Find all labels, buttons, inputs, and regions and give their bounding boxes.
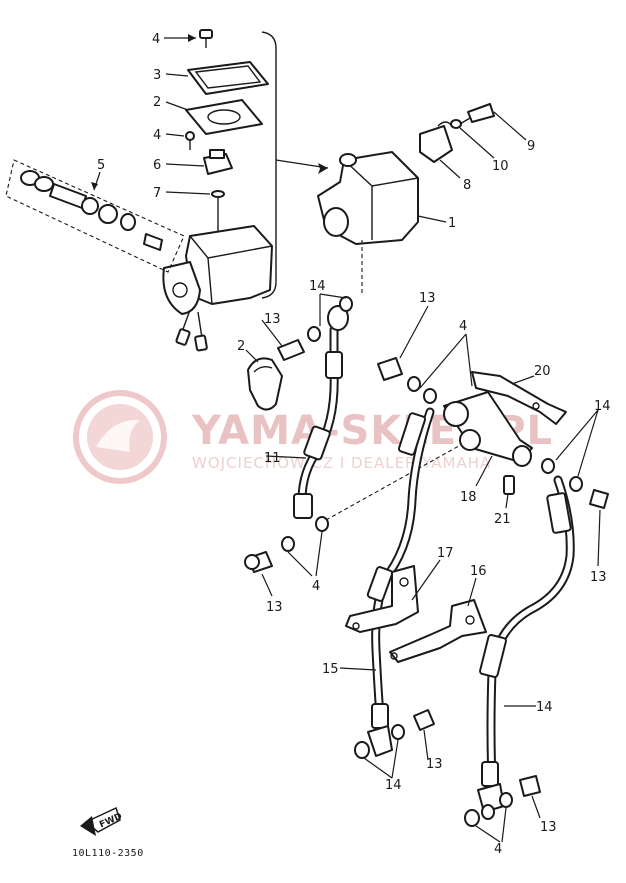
diaphragm	[165, 99, 263, 135]
rubber-boot	[245, 349, 283, 411]
callout-10: 10	[492, 159, 509, 174]
joint-bracket	[471, 371, 567, 425]
callout-13-bottom-left: 13	[426, 757, 443, 772]
callout-13-lower-left: 13	[266, 600, 283, 615]
callout-14-bottom-left: 14	[385, 778, 402, 793]
screw-top	[164, 29, 213, 48]
callout-13-bottom-right: 13	[540, 820, 557, 835]
callout-4-joint: 4	[459, 319, 467, 334]
callout-2-boot: 2	[237, 339, 245, 354]
callout-3: 3	[153, 68, 161, 83]
banjo-bolt-upper	[261, 293, 353, 361]
callout-20: 20	[534, 364, 551, 379]
brake-hose-15	[464, 475, 575, 827]
union-fittings-right	[475, 775, 541, 843]
hose-bracket-19	[345, 559, 441, 633]
group-bracket	[261, 31, 277, 299]
callout-15: 14	[536, 700, 553, 715]
callout-2-diaphragm: 2	[153, 95, 161, 110]
callout-14-upper: 14	[309, 279, 326, 294]
brake-hose-16	[339, 407, 435, 759]
callout-18: 16	[470, 564, 487, 579]
bleed-cap	[419, 121, 461, 179]
callout-4-mid: 4	[153, 128, 161, 143]
screw-mid	[165, 131, 195, 150]
callout-9: 9	[527, 139, 535, 154]
callout-16: 15	[322, 662, 339, 677]
piston-kit	[5, 159, 185, 273]
forward-arrow-icon: FWD	[80, 806, 124, 836]
callouts: 4 3 2 4 6 7 5 1 9 10 8 14 13 2 13 4 20 1…	[97, 32, 611, 857]
bolt-and-washer	[450, 103, 527, 159]
callout-14-bottom-right: 4	[494, 842, 502, 857]
joint-left-fittings	[377, 305, 473, 404]
callout-4-lower: 4	[312, 579, 320, 594]
callout-19: 17	[437, 546, 454, 561]
callout-17: 18	[460, 490, 477, 505]
bracket-arrow-head	[318, 163, 328, 174]
callout-8: 8	[463, 178, 471, 193]
union-fittings-left	[363, 709, 435, 779]
hose-bracket-18	[389, 577, 487, 663]
callout-5: 5	[97, 158, 105, 173]
diaphragm-plate	[165, 149, 233, 175]
callout-1: 1	[448, 216, 456, 231]
callout-13-upper: 13	[264, 312, 281, 327]
joint-right-fittings	[541, 409, 609, 567]
callout-21: 21	[494, 512, 511, 527]
callout-7: 7	[153, 186, 161, 201]
banjo-bolt-lower	[244, 441, 467, 597]
oring	[165, 190, 225, 232]
diagram-code: 10L110-2350	[72, 848, 144, 859]
callout-6: 6	[153, 158, 161, 173]
watermark-subtitle: WOJCIECHOWICZ I DEALER YAMAHA	[192, 454, 491, 472]
callout-13-joint: 13	[419, 291, 436, 306]
three-way-joint	[443, 391, 533, 487]
watermark-logo-icon	[73, 390, 167, 484]
callout-13-right: 13	[590, 570, 607, 585]
callout-14-right: 14	[594, 399, 611, 414]
caliper-housing	[317, 151, 447, 296]
master-cylinder-body	[162, 225, 273, 352]
callout-11: 11	[264, 451, 281, 466]
reservoir-cap	[165, 61, 269, 95]
callout-4-top: 4	[152, 32, 160, 47]
joint-bolt	[503, 475, 515, 509]
brake-hose-11	[265, 305, 349, 519]
